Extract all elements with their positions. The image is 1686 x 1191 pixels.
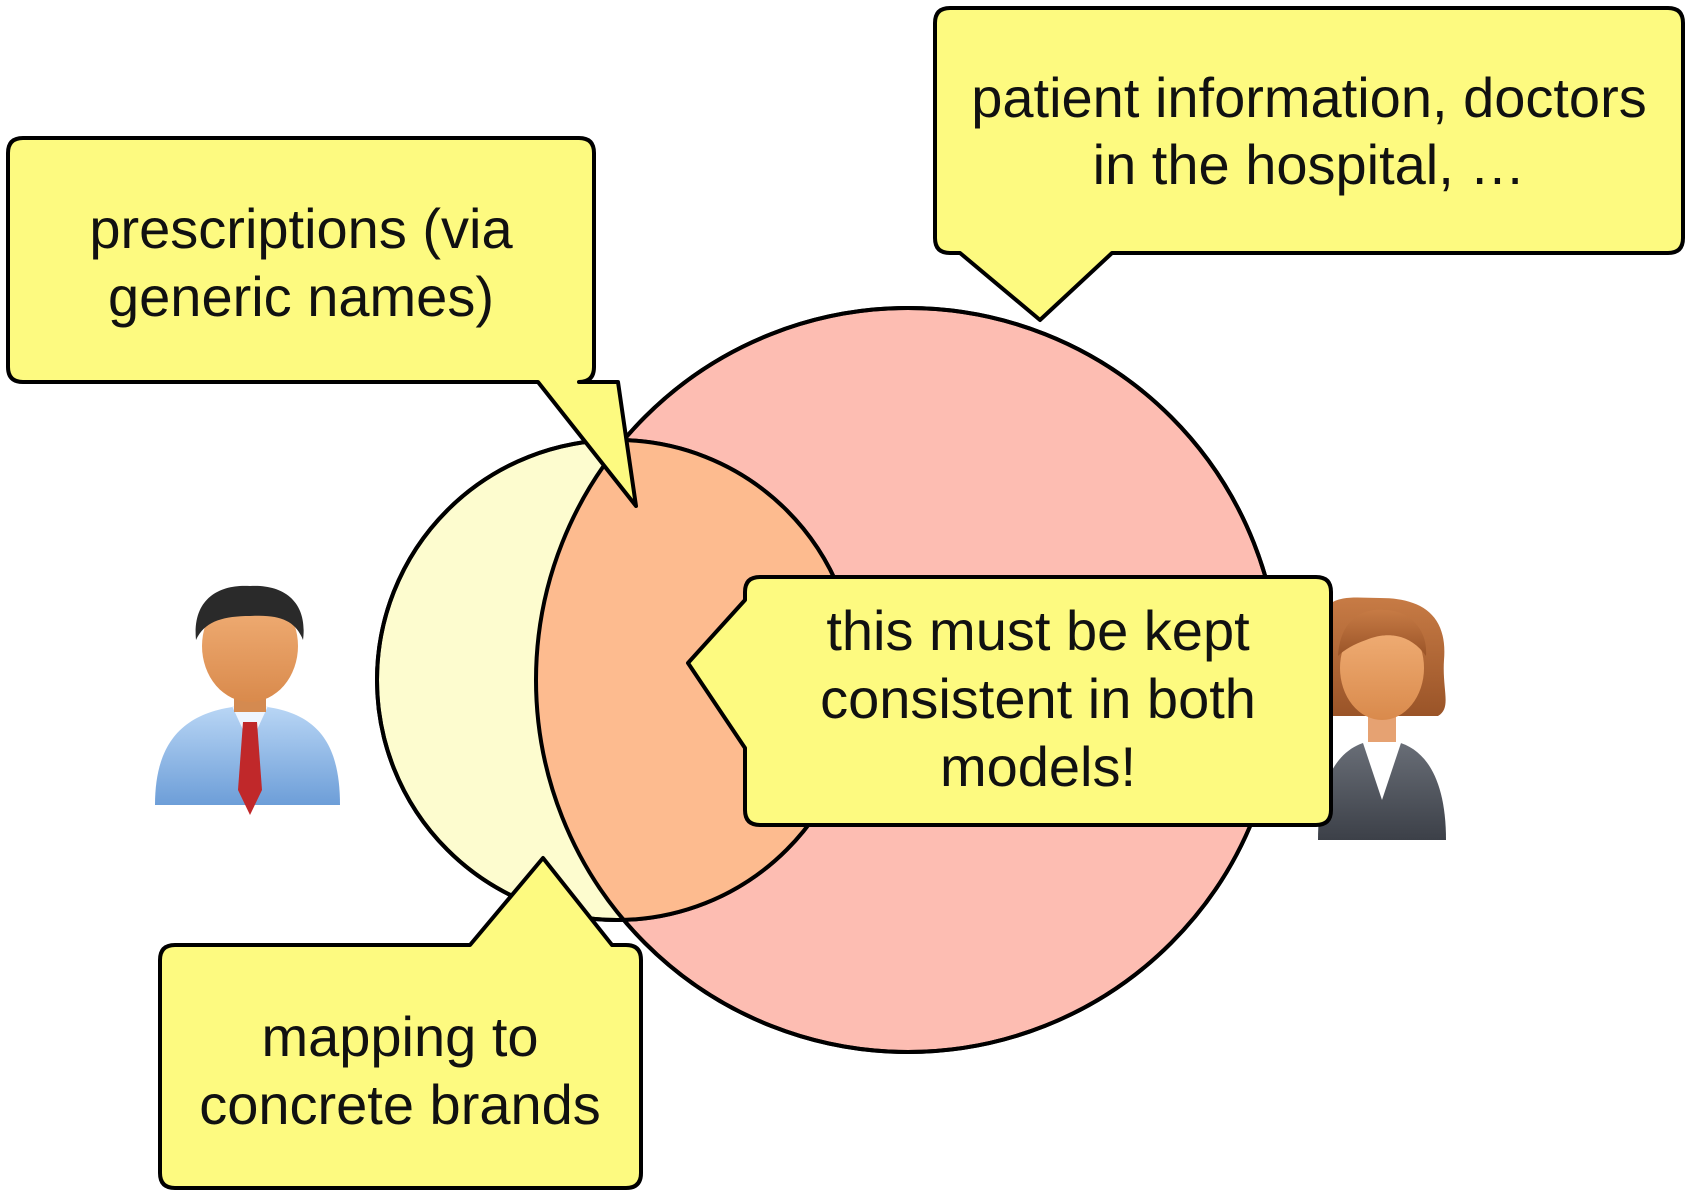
callout-text-line: this must be kept	[826, 599, 1250, 662]
callout-text-line: generic names)	[108, 265, 494, 328]
male-user-icon	[155, 585, 340, 815]
female-user-icon	[1318, 597, 1446, 840]
callout-text-line: mapping to	[261, 1005, 538, 1068]
callout-text-line: concrete brands	[199, 1073, 601, 1136]
callout-text-line: models!	[940, 735, 1136, 798]
shared-overlap-region	[536, 440, 857, 920]
callout-bubble	[6, 136, 638, 508]
callout-prescriptions: prescriptions (via generic names)	[6, 136, 638, 508]
callout-bubble	[933, 6, 1685, 322]
callout-hospital-info: patient information, doctors in the hosp…	[933, 6, 1685, 322]
callout-text-line: patient information, doctors	[971, 66, 1646, 129]
callout-text-line: prescriptions (via	[89, 197, 513, 260]
callout-bubble	[686, 575, 1333, 827]
callout-text-line: consistent in both	[820, 667, 1256, 730]
callout-bubble	[158, 856, 643, 1190]
callout-brand-mapping: mapping to concrete brands	[158, 856, 643, 1190]
callout-text-line: in the hospital, …	[1093, 133, 1526, 196]
callout-consistency: this must be kept consistent in both mod…	[686, 575, 1333, 827]
